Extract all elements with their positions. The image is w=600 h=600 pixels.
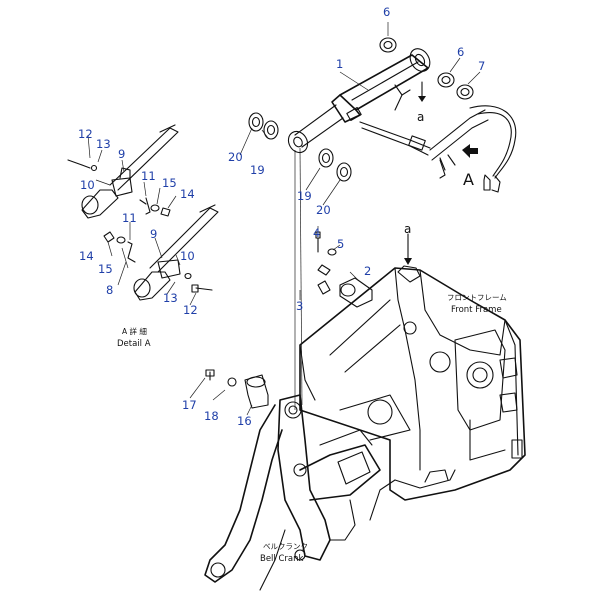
callout-8: 8 <box>106 283 113 297</box>
callout-11b: 11 <box>122 211 137 225</box>
connection-arrow-mid <box>404 233 412 265</box>
pin-16-assembly <box>205 369 269 409</box>
callout-19b: 19 <box>297 189 312 203</box>
callout-10a: 10 <box>80 178 95 192</box>
callout-4: 4 <box>313 226 320 240</box>
callout-5: 5 <box>337 237 344 251</box>
callout-20a: 20 <box>228 150 243 164</box>
callout-17: 17 <box>182 398 197 412</box>
callout-9a: 9 <box>118 147 125 161</box>
callout-1: 1 <box>336 57 343 71</box>
lift-arm <box>204 394 411 591</box>
callout-6a: 6 <box>383 5 390 19</box>
callout-12a: 12 <box>78 127 93 141</box>
callout-2: 2 <box>364 264 371 278</box>
callout-13a: 13 <box>96 137 111 151</box>
callout-18: 18 <box>204 409 219 423</box>
hose-assembly <box>359 105 517 193</box>
connection-arrow-top <box>418 81 426 102</box>
callout-6b: 6 <box>457 45 464 59</box>
connection-label-top: a <box>417 110 424 124</box>
callout-15a: 15 <box>162 176 177 190</box>
callout-16: 16 <box>237 414 252 428</box>
bell-crank-label-en: Bell Crank <box>260 554 304 564</box>
callout-7: 7 <box>478 59 485 73</box>
washers-6-7 <box>379 37 474 100</box>
detail-a <box>67 124 219 301</box>
pin-2-assembly <box>315 231 373 308</box>
front-frame-label-jp: フロントフレーム <box>447 293 507 302</box>
leader-lines <box>87 22 481 416</box>
callout-14b: 14 <box>79 249 94 263</box>
callout-12b: 12 <box>183 303 198 317</box>
callout-9b: 9 <box>150 227 157 241</box>
callout-19a: 19 <box>250 163 265 177</box>
callout-10b: 10 <box>180 249 195 263</box>
callout-14a: 14 <box>180 187 195 201</box>
washers-19-20 <box>248 112 352 182</box>
callout-13b: 13 <box>163 291 178 305</box>
callout-3: 3 <box>296 299 303 313</box>
view-label-a: A <box>463 170 474 189</box>
bell-crank-label-jp: ベルクランク <box>263 542 308 551</box>
front-frame-label-en: Front Frame <box>451 305 502 315</box>
detail-label-jp: A 詳 細 <box>122 326 147 336</box>
view-arrow-a <box>462 144 478 158</box>
detail-label-en: Detail A <box>117 339 151 349</box>
callout-11a: 11 <box>141 169 156 183</box>
cylinder <box>287 48 431 154</box>
front-frame <box>299 265 526 501</box>
callout-15b: 15 <box>98 262 113 276</box>
callout-20b: 20 <box>316 203 331 217</box>
connection-label-mid: a <box>404 222 411 236</box>
